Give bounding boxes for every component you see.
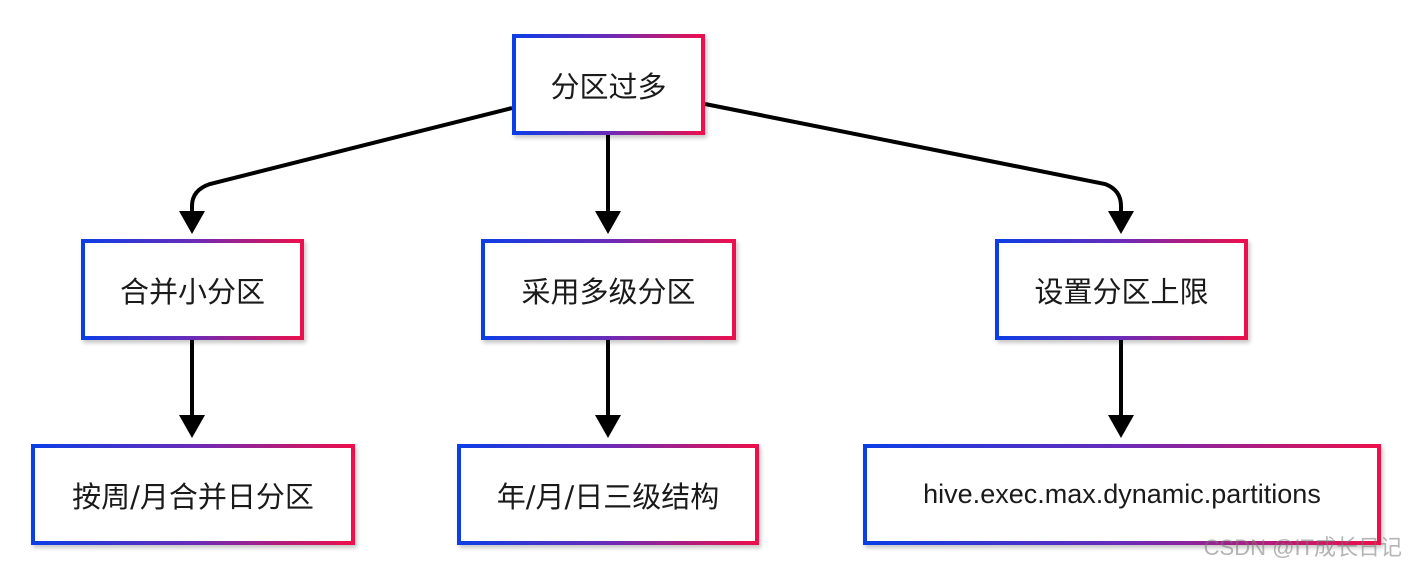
node-label: 设置分区上限 (1034, 274, 1209, 309)
edge-root-to-merge (190, 106, 513, 214)
root-node: 分区过多 (512, 34, 705, 135)
arrowhead-merge-leaf (179, 415, 205, 438)
arrowhead-multilevel (595, 211, 621, 234)
node-label: 采用多级分区 (521, 274, 696, 309)
node-label: 合并小分区 (119, 274, 265, 309)
watermark: CSDN @IT成长日记 (1203, 535, 1402, 560)
edge-root-to-limit (704, 102, 1123, 214)
arrowhead-limit (1108, 211, 1134, 234)
leaf-merge-by-week-month: 按周/月合并日分区 (31, 444, 355, 545)
arrowhead-multilevel-leaf (595, 415, 621, 438)
arrowhead-limit-leaf (1108, 415, 1134, 438)
leaf-label: 按周/月合并日分区 (72, 479, 314, 514)
root-label: 分区过多 (550, 69, 667, 104)
arrowhead-merge (179, 211, 205, 234)
node-partition-limit: 设置分区上限 (995, 239, 1248, 340)
leaf-hive-config: hive.exec.max.dynamic.partitions (863, 444, 1381, 545)
leaf-label: hive.exec.max.dynamic.partitions (923, 479, 1321, 509)
node-merge-small-partitions: 合并小分区 (81, 239, 304, 340)
leaf-three-level-structure: 年/月/日三级结构 (457, 444, 759, 545)
leaf-label: 年/月/日三级结构 (496, 479, 720, 514)
node-multilevel-partitions: 采用多级分区 (481, 239, 736, 340)
